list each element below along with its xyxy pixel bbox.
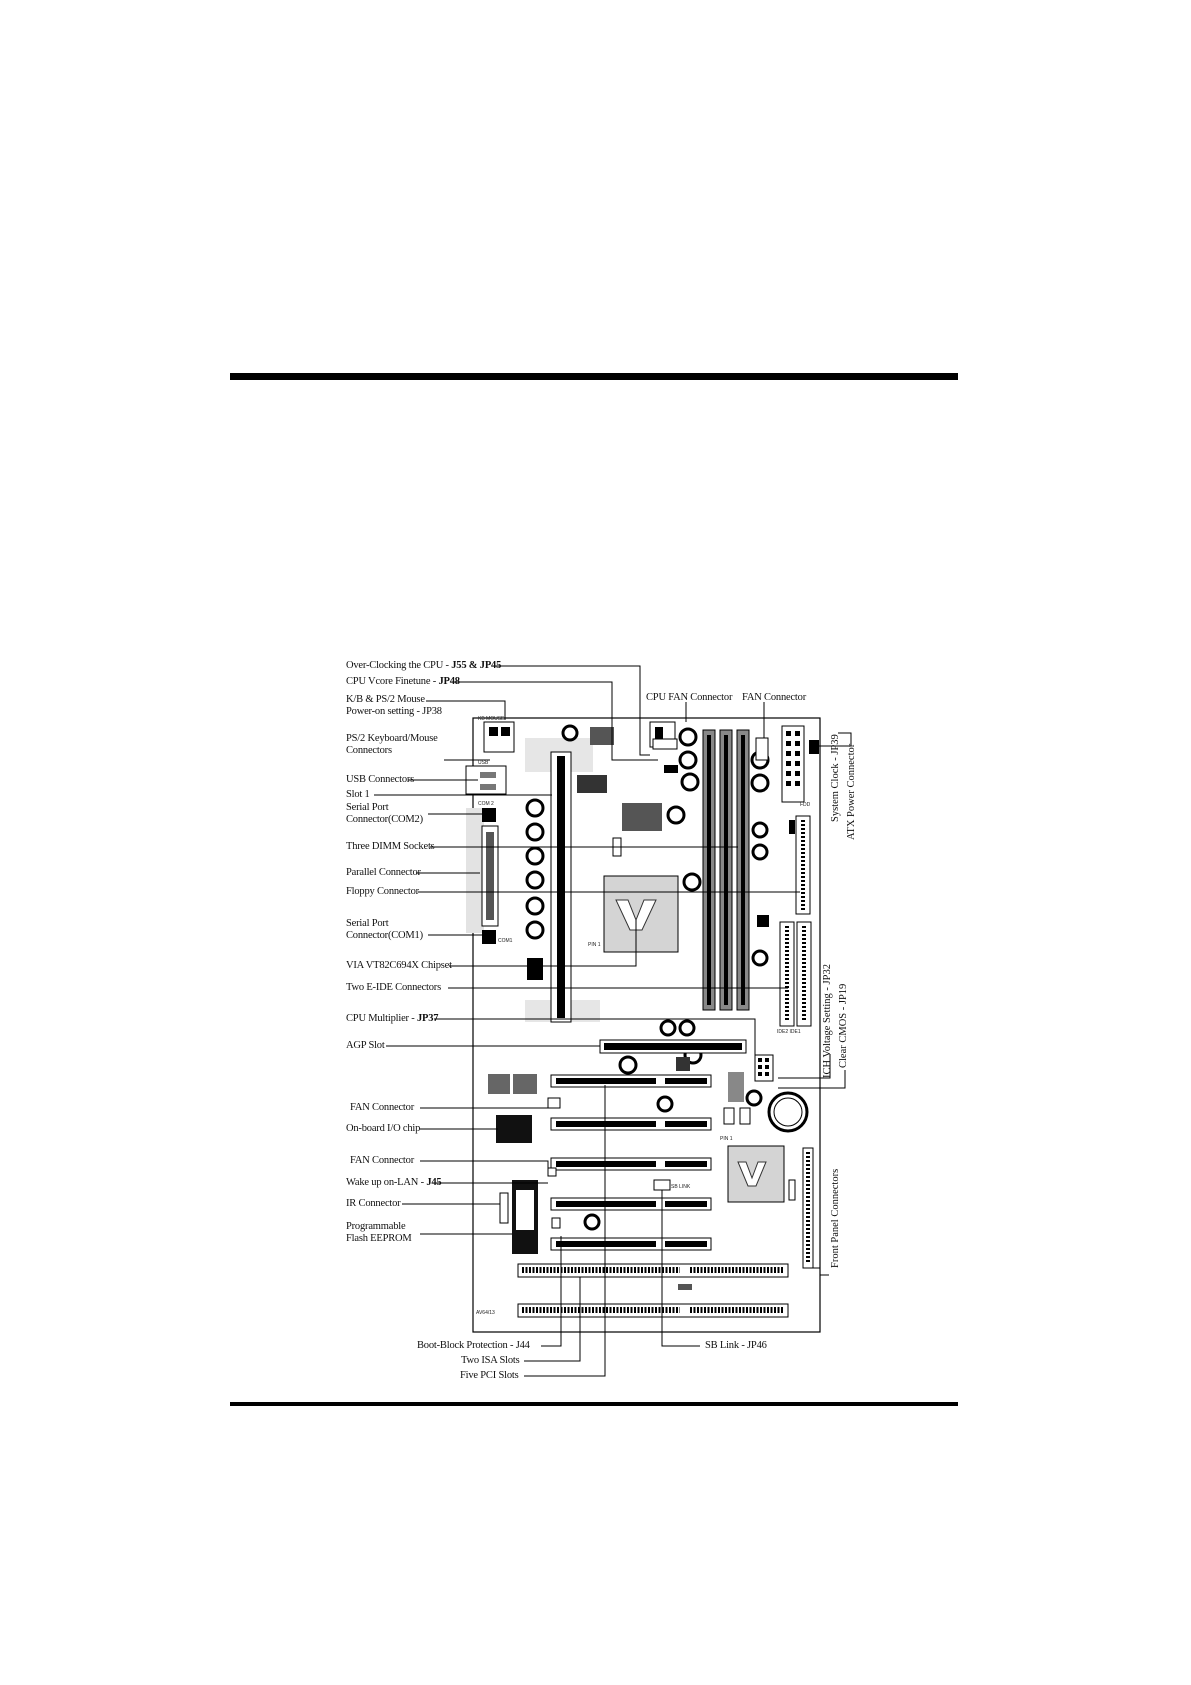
- ide-mark: IDE2 IDE1: [777, 1029, 801, 1035]
- label-front-panel: Front Panel Connectors: [830, 1168, 841, 1268]
- label-fan2: FAN Connector: [350, 1155, 414, 1166]
- label-cpu-fan: CPU FAN Connector: [646, 692, 733, 703]
- label-isa: Two ISA Slots: [461, 1355, 520, 1366]
- com1-shape: [482, 930, 496, 944]
- bottom-rule: [230, 1402, 958, 1406]
- label-slot1: Slot 1: [346, 789, 370, 800]
- top-rule: [230, 373, 958, 380]
- label-parallel: Parallel Connector: [346, 867, 421, 878]
- label-system-clock: System Clock - JP39: [830, 734, 841, 822]
- label-atx-power: ATX Power Connector: [846, 743, 857, 840]
- atx-power-shape: [781, 725, 805, 803]
- com2-mark: COM 2: [478, 801, 494, 807]
- label-io-chip: On-board I/O chip: [346, 1123, 421, 1134]
- label-overclock: Over-Clocking the CPU - J55 & JP45: [346, 660, 502, 671]
- label-dimm: Three DIMM Sockets: [346, 841, 435, 852]
- battery-shape: [767, 1091, 809, 1133]
- label-agp: AGP Slot: [346, 1040, 385, 1051]
- ps2-ports: [483, 721, 515, 753]
- board-outline: [472, 717, 821, 1333]
- fdd-mark: FDD: [800, 802, 811, 808]
- label-ir: IR Connector: [346, 1198, 401, 1209]
- label-wol: Wake up on-LAN - J45: [346, 1177, 442, 1188]
- com1-mark: COM1: [498, 938, 513, 944]
- label-boot-block: Boot-Block Protection - J44: [417, 1340, 530, 1351]
- label-pci: Five PCI Slots: [460, 1370, 519, 1381]
- label-ide: Two E-IDE Connectors: [346, 982, 441, 993]
- label-clear-cmos: Clear CMOS - JP19: [838, 983, 849, 1068]
- label-usb: USB Connectors: [346, 774, 415, 785]
- io-chip-shape: [496, 1115, 532, 1143]
- usb-mark: USB: [478, 760, 489, 766]
- pci-slots: [550, 1074, 712, 1251]
- mouse-mark: KB MOUSE: [478, 716, 505, 722]
- com2-shape: [482, 808, 496, 822]
- label-fan1: FAN Connector: [350, 1102, 414, 1113]
- board-model-mark: AV64/13: [476, 1310, 495, 1316]
- label-ich-voltage: ICH Voltage Setting - JP32: [822, 964, 833, 1078]
- label-fan-top: FAN Connector: [742, 692, 806, 703]
- label-floppy: Floppy Connector: [346, 886, 419, 897]
- dimm-sockets: [702, 729, 750, 1011]
- label-chipset: VIA VT82C694X Chipset: [346, 960, 452, 971]
- sb-link-mark: SB LINK: [671, 1184, 691, 1190]
- label-sb-link: SB Link - JP46: [705, 1340, 767, 1351]
- label-vcore: CPU Vcore Finetune - JP48: [346, 676, 460, 687]
- pin1-mark-a: PIN 1: [588, 942, 601, 948]
- isa-slots: [517, 1263, 789, 1318]
- pin1-mark-b: PIN 1: [720, 1136, 733, 1142]
- label-multiplier: CPU Multiplier - JP37: [346, 1013, 439, 1024]
